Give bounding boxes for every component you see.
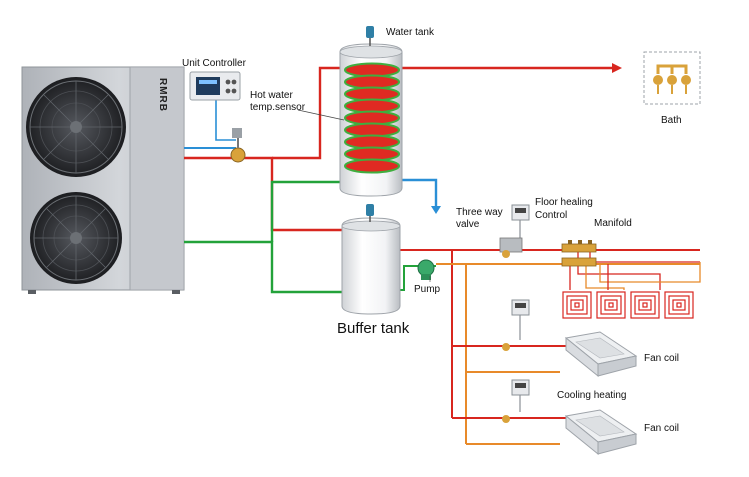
hot-supply-pipe (184, 156, 344, 232)
cooling-heating-label: Cooling heating (557, 390, 627, 401)
three-way-valve-icon (499, 237, 523, 258)
three-way-valve-label: Three way (456, 207, 503, 218)
bath-label: Bath (661, 115, 682, 126)
hot-water-sensor-label: Hot water (250, 90, 293, 101)
cold-pipe-outlet (398, 178, 438, 206)
floor-heating-loops (569, 250, 701, 290)
fan-coil-controller (502, 299, 530, 351)
sensor-leader-line (297, 109, 345, 121)
unit-controller (189, 71, 241, 101)
manifold-label: Manifold (594, 218, 632, 229)
pump-label: Pump (414, 284, 441, 295)
fan-coil-unit (564, 409, 638, 456)
three-way-valve-icon (230, 128, 246, 163)
buffer-tank-label: Buffer tank (337, 320, 410, 337)
buffer-tank (341, 204, 401, 315)
water-tank (339, 26, 403, 197)
brand-logo: RMRB (157, 78, 168, 112)
return-pipe (270, 180, 344, 242)
underfloor-coil-icon (562, 291, 694, 319)
svg-text:RMRB: RMRB (157, 78, 168, 112)
heat-pump-unit: RMRB (21, 66, 185, 294)
floor-heating-label: Floor healing (535, 197, 593, 208)
hot-supply-pipe (272, 66, 344, 160)
fan-coil-unit (564, 331, 638, 378)
floor-heating-controller (511, 204, 530, 238)
return-pipe (184, 240, 344, 294)
fan-coil-controller (502, 379, 530, 423)
shower-head-icon (681, 75, 691, 85)
hot-water-sensor-label: temp.sensor (250, 102, 306, 113)
heating-coil (344, 62, 400, 174)
flow-arrow-icon (612, 63, 622, 73)
fan-coil-label: Fan coil (644, 423, 679, 434)
shower-head-icon (653, 75, 663, 85)
floor-heating-label: Control (535, 210, 567, 221)
fan-icon (30, 192, 122, 284)
fan-coil-label: Fan coil (644, 353, 679, 364)
fan-icon (26, 77, 126, 177)
controller-cable (215, 100, 236, 141)
bath-shower (643, 51, 701, 105)
shower-head-icon (667, 75, 677, 85)
unit-controller-label: Unit Controller (182, 58, 247, 69)
three-way-valve-label: valve (456, 219, 480, 230)
manifold (561, 240, 597, 267)
water-tank-label: Water tank (386, 27, 435, 38)
flow-arrow-icon (431, 206, 441, 214)
pump-icon (417, 259, 435, 280)
